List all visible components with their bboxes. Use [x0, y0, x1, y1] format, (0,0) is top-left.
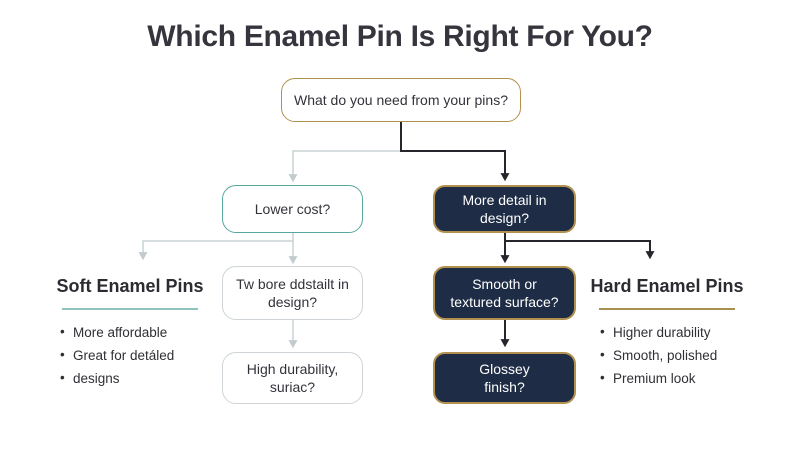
node-more-detail-label: More detail in design? [462, 191, 547, 226]
node-lower-cost-label: Lower cost? [254, 200, 331, 217]
node-glossy-finish: Glossey finish? [433, 352, 576, 404]
hard-enamel-panel: Hard Enamel Pins Higher durability Smoot… [586, 276, 748, 394]
hard-enamel-heading: Hard Enamel Pins [590, 276, 744, 296]
soft-enamel-panel: Soft Enamel Pins More affordable Great f… [46, 276, 214, 394]
node-glossy-finish-label: Glossey finish? [479, 360, 530, 395]
soft-bullet: More affordable [60, 324, 214, 342]
soft-enamel-heading: Soft Enamel Pins [56, 276, 204, 296]
hard-bullet: Premium look [600, 370, 748, 388]
node-root-question: What do you need from your pins? [281, 78, 521, 122]
page-title: Which Enamel Pin Is Right For You? [147, 20, 653, 53]
node-lower-cost: Lower cost? [222, 185, 363, 233]
hard-bullet: Higher durability [600, 324, 748, 342]
node-detail-in-design-label: Tw bore ddstailt in design? [236, 275, 349, 310]
node-smooth-textured-label: Smooth or textured surface? [450, 275, 559, 310]
soft-enamel-divider [62, 308, 198, 310]
hard-enamel-bullets: Higher durability Smooth, polished Premi… [586, 324, 748, 388]
node-high-durability: High durability, suriac? [222, 352, 363, 404]
node-detail-in-design: Tw bore ddstailt in design? [222, 266, 363, 320]
node-root-question-label: What do you need from your pins? [293, 91, 508, 108]
soft-bullet: designs [60, 370, 214, 388]
soft-bullet: Great for detáled [60, 347, 214, 365]
hard-bullet: Smooth, polished [600, 347, 748, 365]
node-smooth-textured: Smooth or textured surface? [433, 266, 576, 320]
node-high-durability-label: High durability, suriac? [246, 360, 339, 395]
soft-enamel-bullets: More affordable Great for detáled design… [46, 324, 214, 388]
node-more-detail: More detail in design? [433, 185, 576, 233]
hard-enamel-divider [599, 308, 735, 310]
